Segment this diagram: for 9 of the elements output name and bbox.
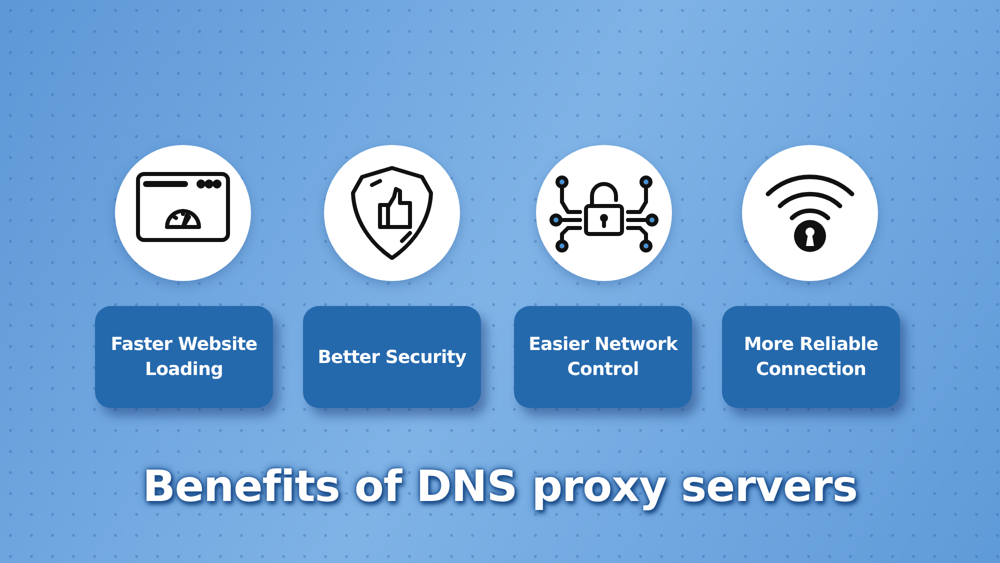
benefit-card [95,306,273,408]
benefit-card [514,306,692,408]
benefit-card [722,306,900,408]
benefit-card [303,306,481,408]
benefit-label: Better Security [318,346,466,370]
benefit-label: More Reliable Connection [742,333,880,382]
title: Benefits of DNS proxy servers [142,462,858,512]
benefit-label: Easier Network Control [528,333,679,382]
benefit-label: Faster Website Loading [110,333,258,382]
